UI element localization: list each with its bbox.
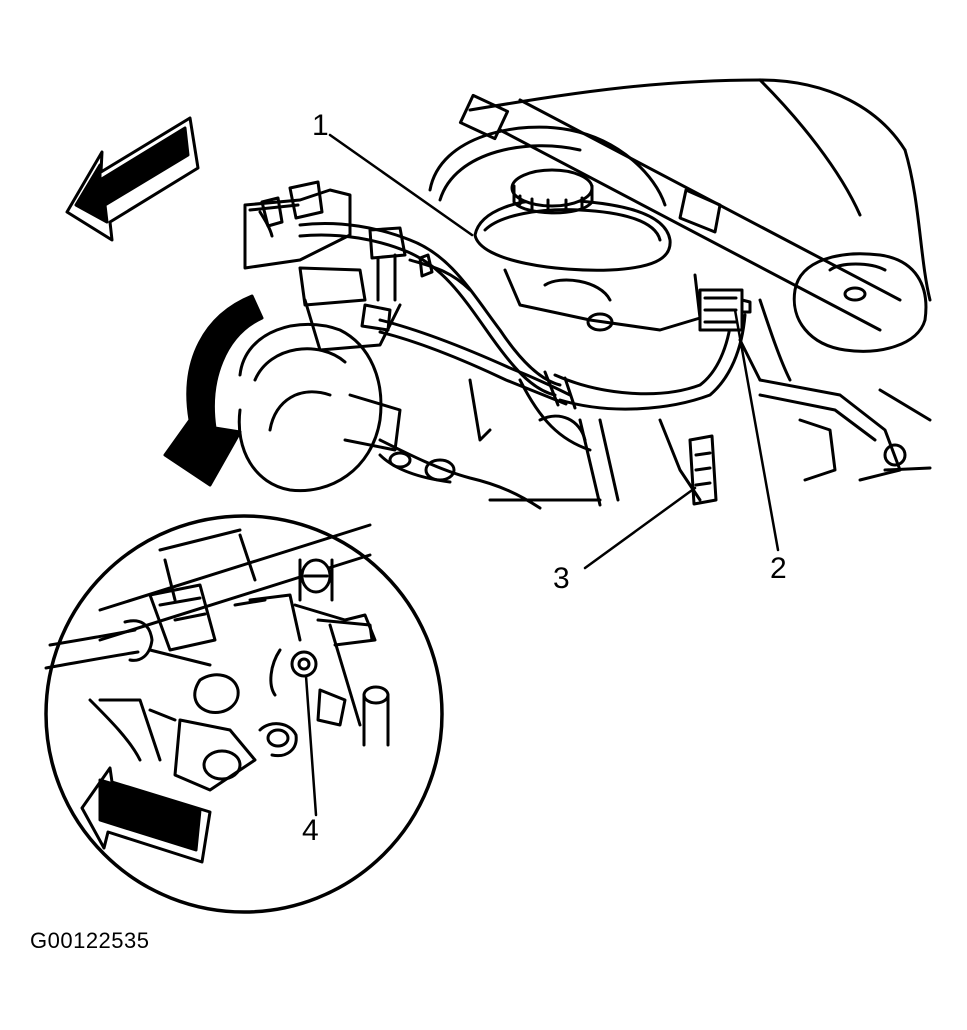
leader-lines bbox=[330, 135, 778, 568]
curved-arrow-icon bbox=[165, 296, 262, 485]
engine-compartment-drawing bbox=[239, 80, 930, 508]
detail-circle bbox=[46, 516, 442, 912]
callout-1: 1 bbox=[312, 109, 329, 142]
leader-line-3 bbox=[585, 488, 695, 568]
detail-direction-arrow-icon bbox=[100, 780, 200, 850]
leader-line-1 bbox=[330, 135, 472, 235]
leader-line-2 bbox=[735, 310, 778, 550]
callout-2: 2 bbox=[770, 552, 787, 585]
leader-line-4 bbox=[306, 676, 316, 815]
callout-4: 4 bbox=[302, 814, 319, 847]
figure-id: G00122535 bbox=[30, 928, 150, 953]
detail-view bbox=[46, 516, 442, 912]
callout-3: 3 bbox=[553, 562, 570, 595]
front-direction-arrow-icon bbox=[67, 118, 198, 240]
